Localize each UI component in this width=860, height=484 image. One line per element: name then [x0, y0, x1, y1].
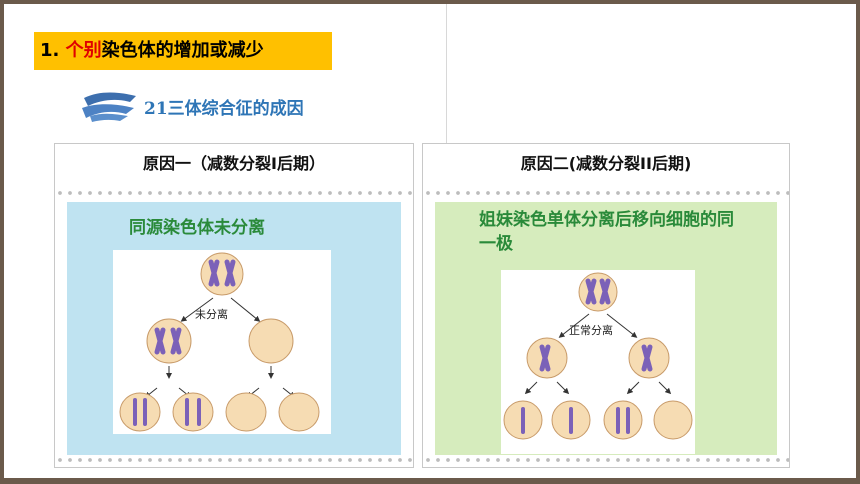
divider: [446, 4, 447, 144]
panel-blue: 同源染色体未分离 未分离: [67, 202, 401, 455]
heading-rest: 染色体的增加或减少: [101, 40, 264, 61]
card-title: 原因二(减数分裂II后期): [520, 154, 692, 173]
meiosis-diagram-two: 正常分离: [501, 270, 695, 454]
subtitle: 21三体综合征的成因: [144, 99, 304, 119]
meiosis-diagram-one: 未分离: [113, 250, 331, 434]
diagram-label: 未分离: [195, 307, 228, 321]
perforation-top: [423, 190, 789, 196]
heading-highlight: 个别: [65, 40, 102, 61]
card-title: 原因一（减数分裂I后期）: [143, 154, 325, 173]
perforation-bottom: [55, 457, 413, 463]
heading-prefix: 1.: [40, 40, 66, 61]
slide: 1. 个别染色体的增加或减少 21三体综合征的成因 原因一（减数分裂I后期） 同…: [4, 4, 856, 478]
section-heading: 1. 个别染色体的增加或减少: [34, 32, 332, 70]
diagram-label: 正常分离: [569, 323, 613, 337]
meiosis-diagram-two-svg: 正常分离: [503, 272, 693, 440]
brush-stroke-icon: [82, 92, 136, 122]
panel-label: 姐妹染色单体分离后移向细胞的同一极: [479, 210, 734, 254]
perforation-bottom: [423, 457, 789, 463]
card-cause-one: 原因一（减数分裂I后期） 同源染色体未分离: [54, 143, 414, 468]
panel-label: 同源染色体未分离: [129, 218, 265, 238]
panel-green: 姐妹染色单体分离后移向细胞的同一极 正常分离: [435, 202, 777, 455]
perforation-top: [55, 190, 413, 196]
meiosis-diagram-one-svg: 未分离: [119, 252, 320, 432]
card-cause-two: 原因二(减数分裂II后期) 姐妹染色单体分离后移向细胞的同一极: [422, 143, 790, 468]
